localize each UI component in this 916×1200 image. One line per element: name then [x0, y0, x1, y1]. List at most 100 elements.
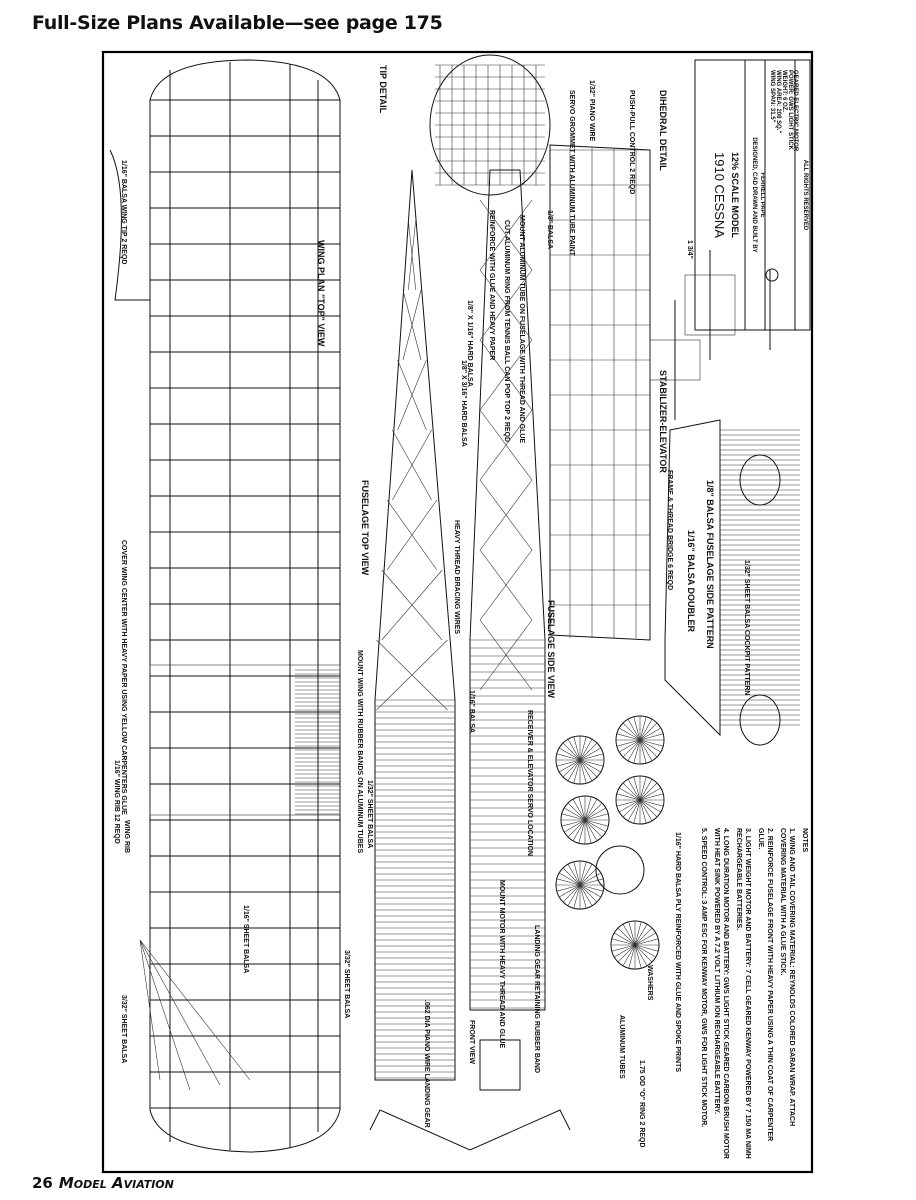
callout-alum-tubes: ALUMINUM TUBES — [618, 1015, 625, 1079]
stabilizer-view — [549, 144, 651, 641]
label-wing-top: WING PLAN "TOP" VIEW — [316, 240, 326, 347]
plan-line — [616, 793, 641, 801]
plan-line — [567, 864, 581, 886]
plan-line — [579, 884, 593, 906]
rights: ALL RIGHTS RESERVED — [802, 160, 808, 231]
plan-line — [639, 799, 661, 813]
plan-line — [584, 819, 609, 827]
plan-line — [564, 807, 586, 821]
plan-line — [639, 793, 664, 801]
plan-line — [579, 736, 587, 761]
plan-line — [634, 921, 642, 946]
plan-line — [579, 759, 587, 784]
plan-title: 1910 CESSNA — [712, 152, 727, 238]
plan-line — [579, 864, 593, 886]
plan-line — [633, 776, 641, 801]
plan-line — [633, 739, 641, 764]
plan-line — [634, 944, 653, 963]
callout-servo: SERVO GROMMET WITH ALUMINUM TUBE PAINT — [568, 90, 575, 257]
page-header: Full-Size Plans Available—see page 175 — [32, 12, 443, 34]
label-tip: TIP DETAIL — [378, 65, 388, 114]
note-5: 5. SPEED CONTROL: 3 AMP ESC FOR KENWAY M… — [700, 828, 707, 1128]
note-4: 4. LONG DURATION MOTOR AND BATTERY: GWS … — [713, 828, 729, 1159]
plan-line — [579, 861, 587, 886]
plan-line — [639, 776, 647, 801]
plan-line — [633, 716, 641, 741]
plan-line — [392, 429, 432, 501]
plan-line — [622, 782, 641, 801]
callout-aluminum: MOUNT ALUMINUM TUBE ON FUSELAGE WITH THR… — [518, 215, 525, 443]
spec-3: POWER: GWS LIGHT STICK — [787, 70, 793, 151]
plan-line — [561, 819, 586, 827]
plan-line — [579, 872, 601, 886]
callout-balsa116: 1/16" BALSA — [468, 690, 475, 733]
callout-sheet3: 3/32" SHEET BALSA — [343, 950, 350, 1018]
fuselage-side-view — [369, 54, 571, 1151]
plan-line — [619, 727, 641, 741]
callout-paper: REINFORCE WITH GLUE AND HEAVY PAPER — [488, 210, 495, 360]
plan-line — [579, 867, 598, 886]
plan-line — [572, 819, 586, 841]
callout-sheet1: 1/16" SHEET BALSA — [242, 905, 249, 973]
plan-line — [639, 739, 653, 761]
side-pattern-view — [664, 419, 800, 746]
spec-0: WING SPAN: 31.5" — [769, 70, 775, 123]
plan-line — [562, 742, 581, 761]
plan-line — [376, 639, 448, 711]
callout-sheet2: 3/32" SHEET BALSA — [120, 995, 127, 1063]
plan-line — [584, 819, 592, 844]
plan-line — [584, 819, 598, 841]
plan-line — [479, 479, 533, 551]
plan-line — [614, 932, 636, 946]
callout-wing-tip: 1/16" BALSA WING TIP 2 REQD — [120, 160, 127, 264]
page-number: 26 — [32, 1174, 53, 1192]
plan-line — [584, 813, 609, 821]
designer-label: DESIGNED, CAD DRAWN AND BUILT BY — [751, 137, 757, 252]
plan-line — [402, 289, 422, 361]
plan-line — [616, 733, 641, 741]
plan-line — [619, 799, 641, 813]
plan-line — [639, 779, 653, 801]
callout-gear: LANDING GEAR RETAINING RUBBER BAND — [533, 925, 540, 1073]
plan-line — [479, 339, 533, 411]
plan-line — [634, 944, 659, 952]
plan-line — [634, 924, 648, 946]
plan-line — [639, 739, 658, 758]
plan-line — [639, 799, 647, 824]
callout-gear-wire: .062 DIA PIANO WIRE LANDING GEAR — [423, 1000, 430, 1128]
plan-line — [616, 799, 641, 807]
plan-line — [579, 753, 604, 761]
label-doubler: 1/16" BALSA DOUBLER — [686, 530, 696, 632]
plan-line — [634, 927, 653, 946]
title-block: 1910 CESSNA 12% SCALE MODEL DESIGNED, CA… — [694, 59, 811, 331]
plan-line — [572, 799, 586, 821]
plan-line — [479, 269, 533, 341]
spec-1: WING AREA: 208 SQ." — [775, 70, 781, 133]
plan-line — [611, 944, 636, 952]
plan-subtitle: 12% SCALE MODEL — [730, 152, 740, 239]
plan-line — [627, 719, 641, 741]
mini-three-view — [649, 250, 779, 420]
plan-line — [579, 759, 598, 778]
spec-4: GEARED ELECTRIC MOTOR — [792, 70, 798, 152]
spec-2: WEIGHT: 6 OZ. — [781, 70, 787, 112]
plan-line — [573, 884, 581, 909]
plan-line — [579, 884, 587, 909]
plan-line — [578, 796, 586, 821]
plan-line — [619, 739, 641, 753]
callout-tube: CUT ALUMINUM RING FROM TENNIS BALL CAN P… — [503, 220, 510, 442]
plan-line — [627, 779, 641, 801]
plan-line — [386, 499, 438, 571]
plan-line — [556, 753, 581, 761]
plan-line — [584, 796, 592, 821]
plan-line — [561, 813, 586, 821]
plan-line — [559, 884, 581, 898]
plan-line — [562, 759, 581, 778]
plan-line — [639, 799, 658, 818]
plan-line — [381, 569, 443, 641]
plan-line — [579, 884, 604, 892]
plan-line — [559, 747, 581, 761]
wheel — [595, 845, 645, 895]
note-2: 2. REINFORCE FUSELAGE FRONT WITH HEAVY P… — [757, 828, 773, 1142]
